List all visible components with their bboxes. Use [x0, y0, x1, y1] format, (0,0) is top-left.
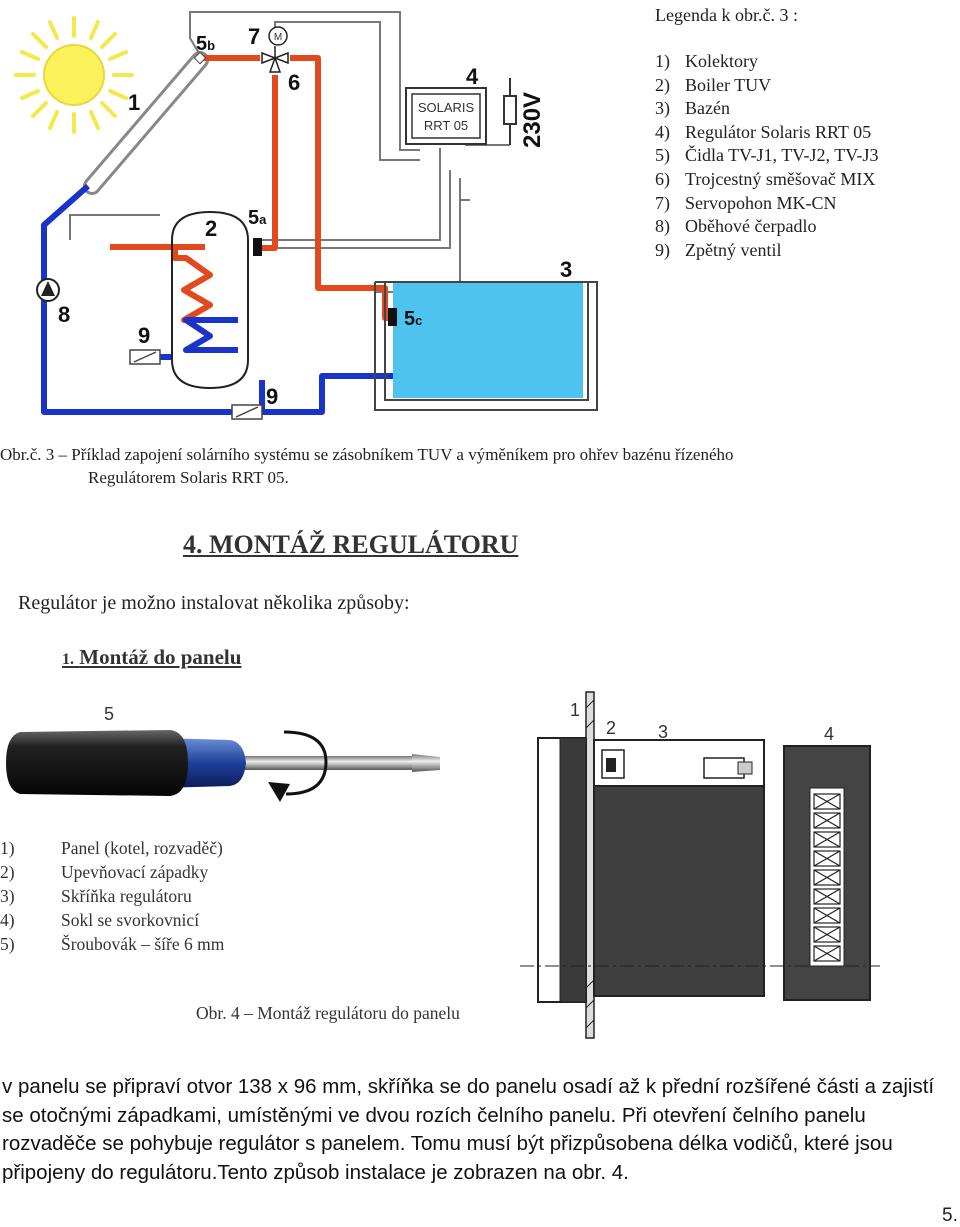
- body-paragraph: v panelu se připraví otvor 138 x 96 mm, …: [2, 1075, 935, 1184]
- parts-item-label: Upevňovací západky: [61, 862, 209, 882]
- label-sensor-b: 5b: [196, 33, 215, 55]
- sub-heading-title: Montáž do panelu: [79, 645, 242, 669]
- label-pool: 3: [560, 257, 572, 282]
- parts-item-label: Skříňka regulátoru: [61, 886, 192, 906]
- parts-item-number: 4): [0, 910, 15, 930]
- voltage-label: 230V: [519, 92, 546, 148]
- parts-item-number: 2): [0, 862, 15, 882]
- legend-item-label: Boiler TUV: [685, 74, 772, 95]
- legend-item: 9) Zpětný ventil: [655, 239, 879, 263]
- legend-item-label: Zpětný ventil: [685, 239, 782, 260]
- solar-collector: [83, 51, 209, 195]
- label-screwdriver: 5: [104, 704, 114, 724]
- panel: [585, 691, 595, 1039]
- label-socket: 4: [824, 724, 834, 744]
- section-heading: 4. MONTÁŽ REGULÁTORU: [183, 530, 519, 559]
- caption-line-1: Obr.č. 3 – Příklad zapojení solárního sy…: [0, 445, 734, 464]
- label-panel: 1: [570, 700, 580, 720]
- regulator-label-1: SOLARIS: [418, 100, 475, 115]
- legend-item-label: Regulátor Solaris RRT 05: [685, 121, 872, 142]
- legend-item: 4) Regulátor Solaris RRT 05: [655, 121, 879, 145]
- legend-item-number: 3): [655, 98, 670, 119]
- legend-item-label: Trojcestný směšovač MIX: [685, 168, 876, 189]
- legend-title: Legenda k obr.č. 3 :: [655, 5, 798, 25]
- sensor-icon: [193, 51, 397, 326]
- legend-item-number: 9): [655, 239, 670, 260]
- legend-item: 6) Trojcestný směšovač MIX: [655, 168, 879, 192]
- label-mixer: 6: [288, 70, 300, 95]
- mixing-valve-icon: [261, 46, 289, 73]
- regulator-box: SOLARIS RRT 05: [405, 87, 487, 145]
- sub-heading-number: 1.: [62, 651, 74, 668]
- legend-item-label: Oběhové čerpadlo: [685, 216, 817, 237]
- parts-item: 3) Skříňka regulátoru: [0, 884, 224, 908]
- boiler-tank: [171, 210, 249, 390]
- screwdriver-illustration: 5: [6, 704, 440, 802]
- parts-item-label: Sokl se svorkovnicí: [61, 910, 200, 930]
- solar-system-diagram: M SOLARIS RRT 05 230V 1 2 3 4 5a 5b 5c 6…: [14, 11, 598, 420]
- parts-item-number: 1): [0, 838, 15, 858]
- legend-item: 7) Servopohon MK-CN: [655, 192, 879, 216]
- label-servo: 7: [248, 24, 260, 49]
- legend-item-number: 7): [655, 192, 670, 213]
- page-number: 5.: [942, 1205, 958, 1226]
- regulator-label-2: RRT 05: [424, 118, 468, 133]
- pump-icon: [36, 278, 60, 302]
- figure-4-caption: Obr. 4 – Montáž regulátoru do panelu: [196, 1003, 460, 1023]
- rotation-arrow-icon: [268, 730, 328, 802]
- parts-item: 1) Panel (kotel, rozvaděč): [0, 836, 224, 860]
- label-sensor-a: 5a: [248, 207, 267, 229]
- legend-item-number: 8): [655, 216, 670, 237]
- pool: [374, 281, 598, 411]
- parts-item-number: 5): [0, 934, 15, 954]
- legend-item-number: 4): [655, 121, 670, 142]
- label-boiler: 2: [205, 216, 217, 241]
- parts-item: 5) Šroubovák – šíře 6 mm: [0, 932, 224, 956]
- power-supply: 230V: [503, 78, 546, 148]
- regulator-housing: [593, 745, 765, 997]
- section-intro: Regulátor je možno instalovat několika z…: [18, 592, 410, 614]
- figure-3-caption: Obr.č. 3 – Příklad zapojení solárního sy…: [0, 443, 940, 489]
- label-sensor-c: 5c: [404, 308, 422, 330]
- legend-item-label: Čidla TV-J1, TV-J2, TV-J3: [685, 145, 879, 166]
- legend-item-label: Bazén: [685, 98, 730, 119]
- legend-list: 1) Kolektory 2) Boiler TUV 3) Bazén 4) Reguláto…: [655, 50, 879, 262]
- legend-item: 3) Bazén: [655, 97, 879, 121]
- legend-item-number: 1): [655, 51, 670, 71]
- servo-symbol: M: [274, 32, 282, 43]
- legend-item: 1) Kolektory: [655, 50, 879, 74]
- check-valve-icon: [129, 349, 263, 420]
- servo-motor-icon: M: [268, 26, 288, 46]
- label-housing: 3: [658, 722, 668, 742]
- label-valve-upper: 9: [138, 323, 150, 348]
- label-valve-lower: 9: [266, 384, 278, 409]
- legend-item-label: Kolektory: [685, 51, 758, 71]
- legend-item-label: Servopohon MK-CN: [685, 192, 837, 213]
- parts-item: 2) Upevňovací západky: [0, 860, 224, 884]
- legend-item: 2) Boiler TUV: [655, 74, 879, 98]
- legend-item-number: 2): [655, 74, 670, 95]
- terminal-socket: [783, 745, 871, 1001]
- sub-heading: 1. Montáž do panelu: [62, 645, 241, 670]
- legend-item: 8) Oběhové čerpadlo: [655, 215, 879, 239]
- parts-item: 4) Sokl se svorkovnicí: [0, 908, 224, 932]
- legend-item-number: 6): [655, 168, 670, 189]
- parts-item-label: Šroubovák – šíře 6 mm: [61, 934, 225, 954]
- parts-item-number: 3): [0, 886, 15, 906]
- parts-list: 1) Panel (kotel, rozvaděč) 2) Upevňovací zá…: [0, 836, 224, 956]
- sun-icon: [14, 16, 134, 134]
- panel-mount-diagram: 1 2 3 4: [520, 691, 880, 1039]
- screwdriver-icon: [6, 730, 440, 796]
- caption-line-2: Regulátorem Solaris RRT 05.: [88, 468, 289, 487]
- label-latch: 2: [606, 718, 616, 738]
- label-regulator: 4: [466, 64, 479, 89]
- label-collector: 1: [128, 90, 140, 115]
- label-pump: 8: [58, 302, 70, 327]
- legend-item-number: 5): [655, 145, 670, 166]
- parts-item-label: Panel (kotel, rozvaděč): [61, 838, 223, 858]
- legend-item: 5) Čidla TV-J1, TV-J2, TV-J3: [655, 144, 879, 168]
